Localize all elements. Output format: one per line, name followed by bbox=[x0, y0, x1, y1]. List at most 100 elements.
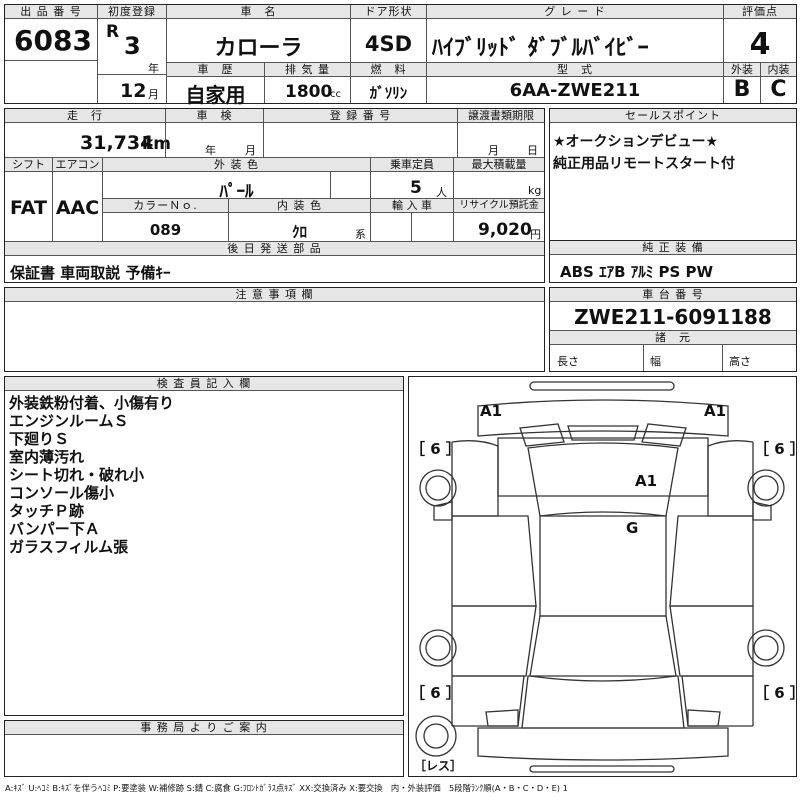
fuel: ｶﾞｿﾘﾝ bbox=[369, 84, 408, 102]
ext-color: ﾊﾟｰﾙ bbox=[219, 182, 254, 202]
sales-line: 純正用品リモートスタート付 bbox=[553, 156, 735, 172]
right-mirror bbox=[752, 501, 772, 521]
registration-label: 登 録 番 号 bbox=[264, 109, 457, 123]
insp-year-unit: 年 bbox=[205, 144, 216, 157]
transfer-month-unit: 月 bbox=[488, 144, 499, 157]
hood bbox=[497, 437, 709, 497]
damage-mark: G bbox=[626, 519, 638, 537]
interior-label: 内装 bbox=[761, 63, 796, 77]
color-no-label: カラーＮｏ. bbox=[103, 199, 228, 213]
trunk bbox=[521, 675, 685, 729]
int-color: ｸﾛ bbox=[291, 223, 307, 241]
int-color-unit: 系 bbox=[355, 228, 366, 241]
right-rear-door bbox=[669, 605, 753, 677]
inspector-line: 外装鉄粉付着、小傷有り bbox=[9, 394, 175, 412]
insp-month-unit: 月 bbox=[245, 144, 256, 157]
tire-label: ［ 6 ］ bbox=[410, 440, 461, 458]
interior-grade: C bbox=[770, 77, 787, 102]
exterior-label: 外装 bbox=[724, 63, 760, 77]
sales-point-section bbox=[549, 108, 797, 241]
inspector-line: コンソール傷小 bbox=[9, 484, 115, 502]
inspector-section bbox=[4, 376, 404, 716]
color-label: 外 装 色 bbox=[103, 158, 370, 172]
rear-left-wheel bbox=[419, 629, 457, 667]
later-parts-label: 後 日 発 送 部 品 bbox=[5, 242, 544, 256]
left-taillight bbox=[485, 709, 519, 727]
transfer-day-unit: 日 bbox=[527, 144, 538, 157]
model: 6AA-ZWE211 bbox=[509, 80, 641, 101]
details-section bbox=[4, 108, 545, 283]
lot-label: 出 品 番 号 bbox=[5, 5, 97, 19]
office-section bbox=[4, 720, 404, 777]
import-label: 輸 入 車 bbox=[371, 199, 453, 213]
right-taillight bbox=[687, 709, 721, 727]
inspector-line: ガラスフィルム張 bbox=[9, 538, 129, 556]
reg-year: 3 bbox=[124, 32, 141, 60]
equipment-label: 純 正 装 備 bbox=[550, 241, 796, 255]
reg-year-unit: 年 bbox=[148, 62, 159, 75]
equipment-value: ABS ｴｱB ｱﾙﾐ PS PW bbox=[560, 263, 714, 281]
reg-era: R bbox=[106, 22, 120, 42]
mileage: 31,734 bbox=[80, 132, 154, 154]
notes-label: 注 意 事 項 欄 bbox=[5, 288, 544, 302]
car-diagram-section bbox=[408, 376, 797, 777]
damage-mark: A1 bbox=[480, 402, 502, 420]
tire-label: ［ 6 ］ bbox=[754, 440, 797, 458]
right-headlight bbox=[641, 423, 687, 447]
equipment-section bbox=[549, 240, 797, 283]
history-label: 車 歴 bbox=[167, 63, 264, 77]
displacement-label: 排 気 量 bbox=[265, 63, 350, 77]
score: 4 bbox=[749, 27, 771, 62]
sales-line: ★オークションデビュー★ bbox=[553, 134, 719, 150]
chassis-label: 車 台 番 号 bbox=[550, 288, 796, 302]
mileage-label: 走 行 bbox=[5, 109, 165, 123]
damage-mark: A1 bbox=[704, 402, 726, 420]
fuel-label: 燃 料 bbox=[351, 63, 426, 77]
roof bbox=[539, 515, 667, 617]
notes-section bbox=[4, 287, 545, 372]
cc-unit: cc bbox=[330, 89, 341, 100]
header-section bbox=[4, 4, 797, 104]
left-rear-door bbox=[452, 605, 537, 677]
length-label: 長さ bbox=[557, 355, 579, 368]
front-grille bbox=[567, 425, 639, 441]
front-bumper-outline bbox=[529, 381, 675, 391]
front-bumper bbox=[477, 399, 729, 437]
inspector-line: 下廻りＳ bbox=[9, 430, 70, 448]
int-color-label: 内 装 色 bbox=[229, 199, 370, 213]
damage-mark: A1 bbox=[635, 472, 657, 490]
ac: AAC bbox=[55, 197, 100, 219]
car-name: カローラ bbox=[214, 36, 303, 61]
inspector-line: 室内薄汚れ bbox=[9, 448, 85, 466]
chassis-number: ZWE211-6091188 bbox=[574, 305, 772, 329]
grade-label: グ レ ー ド bbox=[427, 5, 723, 19]
inspector-line: シート切れ・破れ小 bbox=[9, 466, 145, 484]
shift-label: シフト bbox=[5, 158, 52, 172]
later-parts: 保証書 車両取説 予備ｷｰ bbox=[10, 264, 171, 282]
displacement: 1800 bbox=[285, 82, 333, 102]
legend: A:ｷｽﾞ U:ﾍｺﾐ B:ｷｽﾞを伴うﾍｺﾐ P:要塗装 W:補修跡 S:錆 … bbox=[5, 783, 568, 793]
tire-label: ［ 6 ］ bbox=[754, 684, 797, 702]
car-name-label: 車 名 bbox=[167, 5, 350, 19]
height-label: 高さ bbox=[729, 355, 751, 368]
rear-window bbox=[529, 615, 677, 682]
lot-number: 6083 bbox=[14, 24, 92, 57]
office-label: 事 務 局 よ り ご 案 内 bbox=[5, 721, 403, 735]
capacity-unit: 人 bbox=[436, 186, 447, 199]
reg-month-unit: 月 bbox=[148, 88, 159, 101]
left-mirror bbox=[433, 501, 453, 521]
model-label: 型 式 bbox=[427, 63, 723, 77]
door-type: 4SD bbox=[364, 32, 413, 56]
inspector-lines: 外装鉄粉付着、小傷有り エンジンルームＳ 下廻りＳ 室内薄汚れ シート切れ・破れ… bbox=[9, 394, 174, 556]
front-right-wheel bbox=[747, 469, 785, 507]
reg-month: 12 bbox=[120, 80, 147, 102]
history: 自家用 bbox=[185, 83, 246, 107]
inspection-label: 車 検 bbox=[166, 109, 263, 123]
recycle-unit: 円 bbox=[530, 228, 541, 241]
spare-tire bbox=[415, 715, 457, 757]
left-front-door bbox=[452, 515, 537, 607]
right-front-fender bbox=[707, 440, 754, 517]
km-unit: km bbox=[142, 134, 172, 154]
transfer-label: 譲渡書類期限 bbox=[458, 109, 544, 123]
left-headlight bbox=[519, 423, 565, 447]
